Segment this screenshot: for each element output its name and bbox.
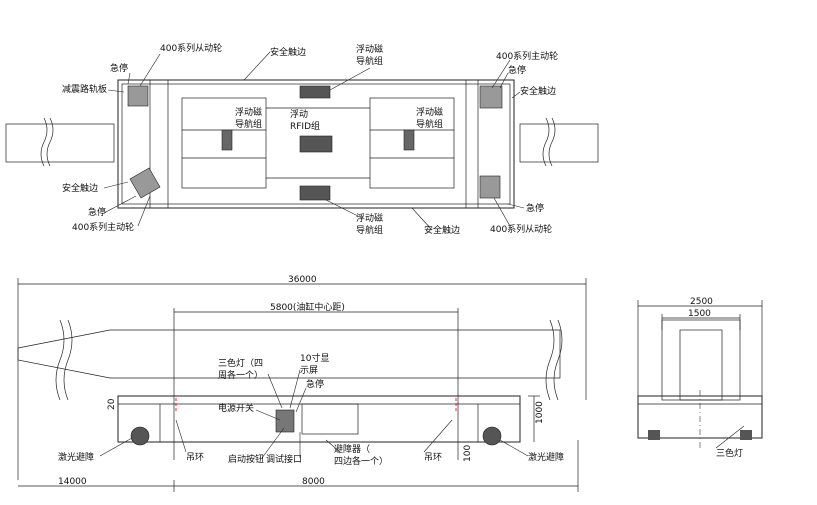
wheel-side-left (648, 430, 660, 440)
wheel-side-right (740, 430, 752, 440)
drive-wheel-bl (129, 167, 161, 199)
panel-right (369, 97, 455, 189)
panel-left (181, 97, 267, 189)
driven-wheel-br (479, 175, 501, 199)
label-mag-nav-bottom-1: 浮动磁 (356, 212, 383, 224)
label-laser-left: 激光避障 (58, 451, 94, 463)
drive-wheel-tr (479, 85, 503, 109)
label-debug-port: 调试接口 (266, 453, 302, 465)
agv-body-top (117, 79, 515, 209)
label-lift-ring-left: 吊环 (186, 452, 204, 463)
label-mag-nav-left-1: 浮动磁 (235, 106, 262, 118)
dim-overall: 36000 (288, 275, 317, 285)
agv-body-front (117, 395, 521, 443)
label-obstacle-2: 四边各一个） (334, 455, 388, 467)
label-estop-tr: 急停 (508, 64, 526, 76)
label-estop-br: 急停 (526, 202, 544, 214)
label-display-2: 示屏 (300, 365, 318, 376)
label-safety-edge-tr: 安全触边 (520, 85, 556, 97)
label-display-1: 10寸显 (300, 352, 329, 364)
break-mark-front-left (55, 319, 73, 401)
mag-nav-left (221, 129, 233, 151)
mag-nav-top (299, 85, 331, 99)
label-rfid-1: 浮动 (290, 108, 308, 120)
label-drive-wheel-bl: 400系列主动轮 (72, 221, 134, 233)
label-mag-nav-left-2: 导航组 (235, 118, 262, 130)
front-view: 36000 5800(油缸中心距) 14000 8000 1000 20 100 (17, 275, 587, 492)
agv-body-inner (121, 83, 511, 205)
label-safety-edge-left: 安全触边 (62, 182, 98, 194)
access-panel (301, 403, 359, 435)
break-mark-front-right (545, 319, 563, 401)
label-damping-plate: 减震路轨板 (62, 83, 107, 95)
rfid-module (299, 135, 333, 153)
label-estop-bl: 急停 (88, 206, 106, 218)
label-mag-nav-bottom-2: 导航组 (356, 224, 383, 236)
break-mark-left (40, 117, 54, 167)
label-power-switch: 电源开关 (218, 402, 254, 414)
label-mag-nav-right-1: 浮动磁 (416, 106, 443, 118)
dim-left-length: 14000 (58, 477, 87, 487)
driven-wheel-tl (127, 85, 149, 107)
label-laser-right: 激光避障 (528, 451, 564, 463)
cylinder-end (661, 319, 741, 401)
dim-clearance-bottom: 100 (463, 445, 473, 462)
label-rfid-2: RFID组 (290, 120, 320, 132)
label-safety-edge-top: 安全触边 (270, 46, 306, 58)
dim-width: 2500 (690, 297, 713, 307)
mag-nav-bottom (299, 185, 331, 201)
label-driven-wheel-br: 400系列从动轮 (490, 223, 552, 235)
label-tri-light-1: 三色灯（四 (218, 357, 263, 369)
cylinder-left (5, 123, 115, 163)
side-view: 2500 1500 三色灯 (637, 297, 763, 459)
dim-inner: 1500 (688, 309, 711, 319)
cylinder-right (519, 123, 599, 163)
dim-clearance-top: 20 (107, 398, 117, 410)
dim-body-length: 8000 (302, 477, 325, 487)
label-mag-nav-right-2: 导航组 (416, 118, 443, 130)
label-obstacle-1: 避障器（ (334, 443, 370, 455)
label-tri-light-2: 周各一个） (218, 369, 263, 381)
wheel-right (482, 426, 502, 446)
label-mag-nav-top-2: 导航组 (356, 55, 383, 67)
dim-cylinder-center: 5800(油缸中心距) (270, 301, 345, 313)
label-estop-tl: 急停 (110, 62, 128, 74)
label-safety-edge-bottom: 安全触边 (424, 224, 460, 236)
label-lift-ring-right: 吊环 (424, 452, 442, 463)
label-estop-front: 急停 (306, 378, 324, 390)
dim-height: 1000 (535, 401, 545, 424)
label-tri-light-side: 三色灯 (716, 447, 743, 459)
mag-nav-right (403, 129, 415, 151)
break-mark-right (542, 117, 556, 167)
label-drive-wheel-tr: 400系列主动轮 (496, 50, 558, 62)
cylinder-end-inner (679, 329, 723, 401)
display-screen (275, 409, 295, 433)
label-mag-nav-top-1: 浮动磁 (356, 43, 383, 55)
cylinder-side (17, 329, 561, 379)
label-driven-wheel-tl: 400系列从动轮 (160, 42, 222, 54)
top-view: 400系列从动轮 急停 减震路轨板 安全触边 浮动磁 导航组 400系列主动轮 … (5, 42, 599, 236)
label-start-button: 启动按钮 (228, 453, 264, 465)
wheel-left (130, 426, 150, 446)
